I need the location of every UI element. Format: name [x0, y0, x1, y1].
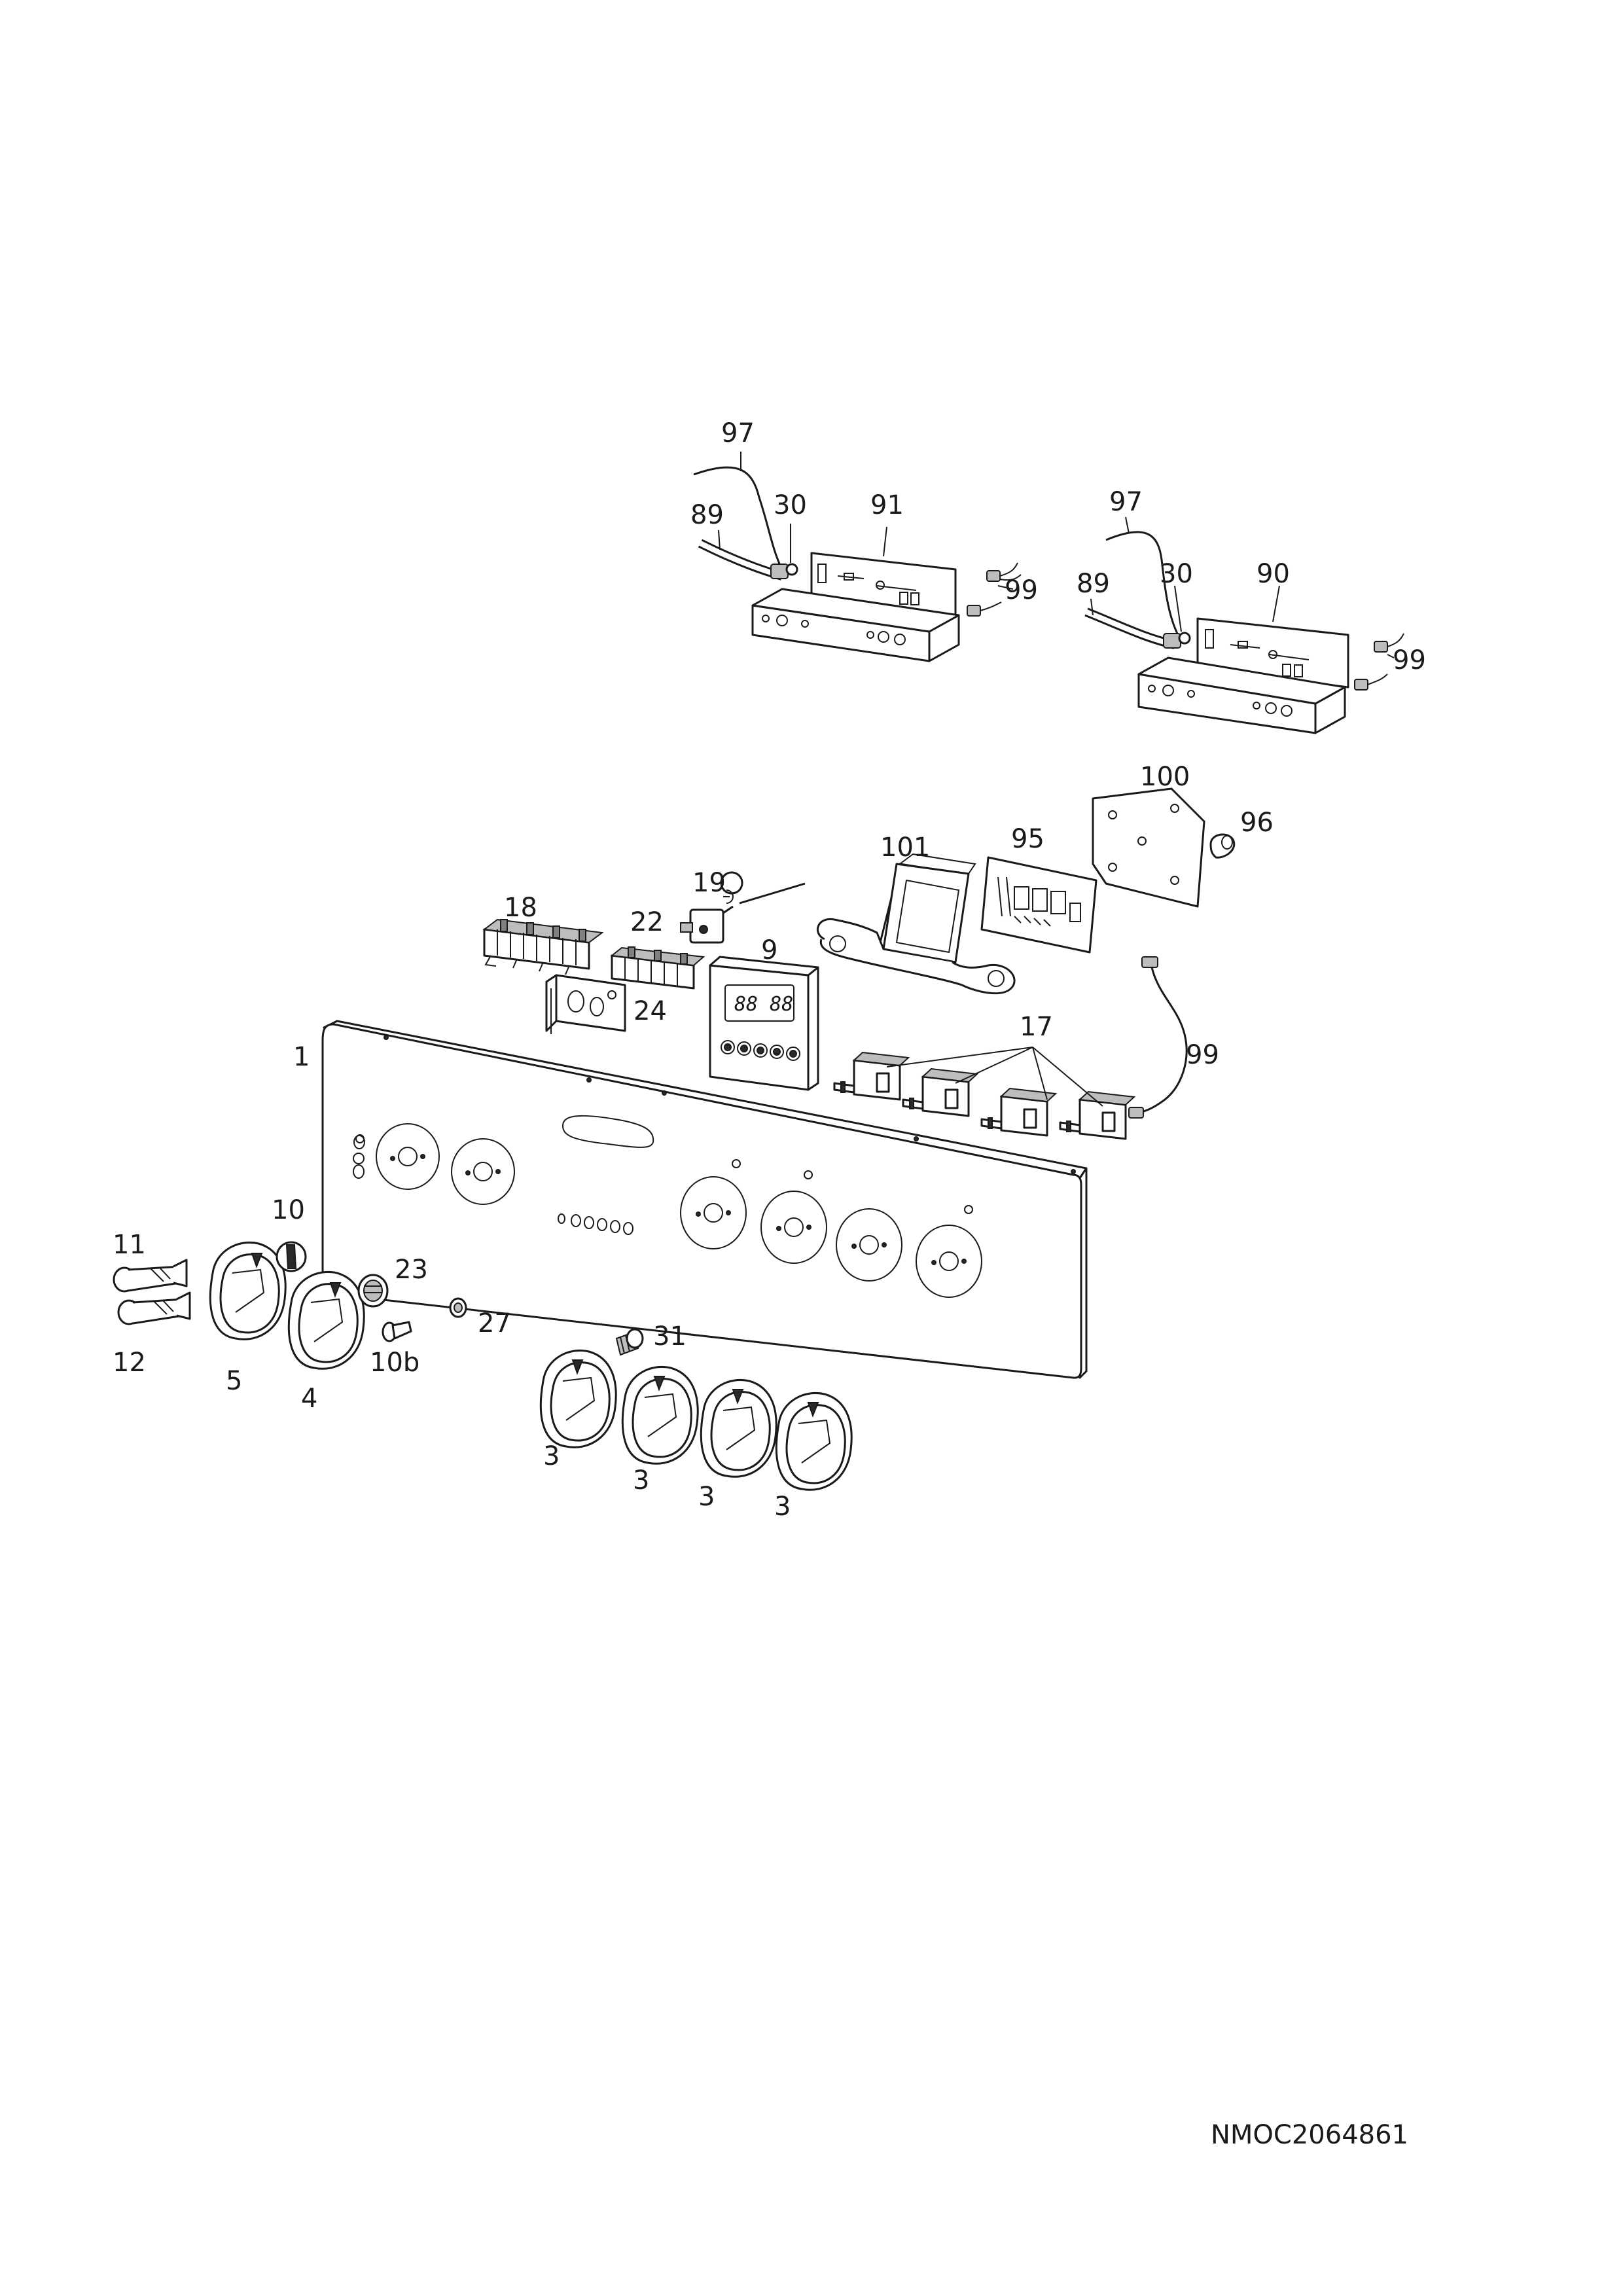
callout-3-a: 3	[543, 1441, 560, 1471]
nut-96	[1209, 833, 1236, 859]
spring-27	[449, 1297, 467, 1318]
knob-3-c	[700, 1379, 777, 1478]
frame-101	[816, 853, 1016, 995]
cover-plate-100	[1092, 787, 1205, 908]
callout-9: 9	[761, 935, 777, 965]
callout-5: 5	[226, 1366, 242, 1396]
thermostat-19	[680, 871, 806, 944]
callout-90: 90	[1257, 559, 1290, 589]
callout-19: 19	[692, 868, 726, 898]
callout-24: 24	[633, 996, 667, 1026]
callout-101: 101	[880, 833, 930, 863]
callout-27: 27	[478, 1308, 511, 1338]
callout-23: 23	[395, 1255, 428, 1285]
leader-lines	[718, 452, 1395, 1107]
knob-3-d	[775, 1392, 853, 1491]
callout-89-upper-left: 89	[690, 500, 724, 530]
terminal-block-22	[610, 946, 705, 990]
wire-97-left	[693, 466, 783, 570]
cap-10	[276, 1241, 307, 1272]
knob-3-a	[539, 1350, 617, 1448]
callout-99-upper-left: 99	[1005, 575, 1038, 605]
part-30-left	[785, 563, 798, 576]
callout-4: 4	[301, 1384, 317, 1414]
knob-5	[209, 1242, 287, 1340]
callout-labels: 97 89 30 91 99 97 30 90 89 99 100 96 101…	[113, 418, 1426, 1522]
indicator-lamp-12	[117, 1291, 191, 1325]
callout-10b: 10b	[370, 1348, 419, 1378]
connector-99-left-a	[986, 570, 1001, 582]
connector-99-left-b	[967, 605, 981, 617]
switch-17-d	[1059, 1090, 1136, 1140]
connector-99-right-a	[1374, 641, 1388, 653]
drawing-code: NMOC2064861	[1211, 2120, 1408, 2150]
bracket-24	[545, 974, 626, 1034]
callout-30-upper-right: 30	[1160, 559, 1193, 589]
callout-10: 10	[272, 1195, 305, 1225]
callout-97-upper-left: 97	[721, 418, 755, 448]
connector-99-right-b	[1354, 679, 1368, 691]
timer-9: 88 88	[709, 956, 819, 1091]
callout-22: 22	[630, 907, 664, 937]
callout-1: 1	[293, 1042, 310, 1072]
wire-harness-99	[1128, 956, 1188, 1119]
callout-91: 91	[870, 490, 904, 520]
switch-17-b	[902, 1067, 979, 1117]
callout-3-d: 3	[774, 1492, 791, 1522]
terminal-block-18	[482, 918, 604, 975]
assembly-91	[693, 466, 1022, 662]
callout-11: 11	[113, 1230, 146, 1260]
callout-95: 95	[1011, 824, 1044, 854]
switch-17-c	[980, 1087, 1058, 1137]
callout-31: 31	[653, 1321, 687, 1352]
assembly-90	[1084, 531, 1404, 734]
callout-99-lower: 99	[1186, 1040, 1219, 1070]
part-30-right	[1178, 632, 1191, 645]
callout-12: 12	[113, 1348, 146, 1378]
indicator-lamp-11	[113, 1259, 188, 1293]
knob-4	[287, 1271, 365, 1370]
timer-display-text: 88 88	[734, 993, 793, 1016]
spindle-31	[615, 1328, 644, 1356]
callout-30-upper-left: 30	[774, 490, 807, 520]
callout-3-c: 3	[698, 1482, 715, 1512]
callout-89-upper-right: 89	[1077, 569, 1110, 599]
pcb-95	[980, 856, 1097, 954]
callout-97-upper-right: 97	[1109, 487, 1143, 517]
connector-89-right	[1163, 633, 1181, 649]
switch-17-a	[833, 1051, 910, 1101]
front-panel-1	[321, 1020, 1088, 1379]
callout-96: 96	[1240, 808, 1274, 838]
callout-18: 18	[504, 893, 537, 923]
callout-99-upper-right: 99	[1393, 645, 1426, 675]
wire-97-right	[1105, 531, 1179, 636]
connector-89-left	[770, 564, 789, 579]
bushing-23	[357, 1274, 389, 1308]
callout-100: 100	[1140, 762, 1190, 792]
callout-3-b: 3	[633, 1465, 649, 1496]
knob-3-b	[621, 1366, 699, 1465]
callout-17: 17	[1020, 1012, 1053, 1042]
spindle-10b	[382, 1321, 412, 1342]
